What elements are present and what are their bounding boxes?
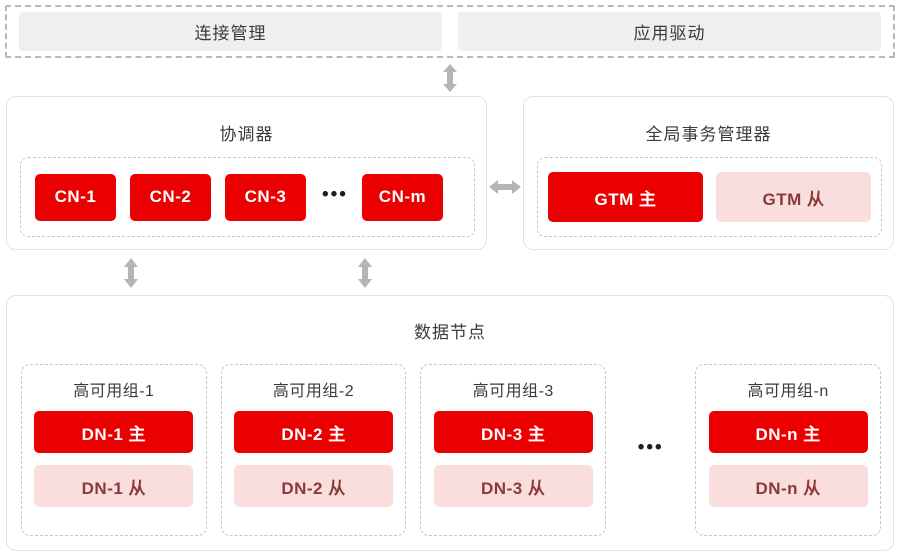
gtm-node-group: GTM 主 GTM 从	[537, 157, 882, 237]
ha-group-ellipsis-wrapper: •••	[620, 364, 681, 536]
dn-standby-node-3[interactable]: DN-3 从	[433, 465, 593, 507]
access-box-application-driver[interactable]: 应用驱动	[458, 12, 881, 51]
coordinator-panel: 协调器 CN-1 CN-2 CN-3 ••• CN-m	[6, 96, 487, 250]
dn-standby-node-n[interactable]: DN-n 从	[708, 465, 868, 507]
gtm-primary-label: GTM 主	[594, 189, 657, 209]
ha-group-3[interactable]: 高可用组-3 DN-3 主 DN-3 从	[420, 364, 607, 536]
access-box-connection-management[interactable]: 连接管理	[19, 12, 442, 51]
access-layer-container: 连接管理 应用驱动	[5, 5, 895, 58]
gtm-primary-node[interactable]: GTM 主	[548, 172, 703, 222]
ha-group-2[interactable]: 高可用组-2 DN-2 主 DN-2 从	[220, 364, 407, 536]
gtm-title: 全局事务管理器	[645, 125, 772, 144]
cn-node-m[interactable]: CN-m	[361, 173, 443, 221]
dn-standby-label: DN-2 从	[281, 478, 346, 498]
cn-node-label: CN-2	[149, 187, 192, 206]
ha-group-label: 高可用组-2	[272, 383, 355, 400]
arrow-coordinator-to-datanodes-left-icon	[121, 258, 141, 293]
dn-standby-label: DN-3 从	[481, 478, 546, 498]
gtm-panel: 全局事务管理器 GTM 主 GTM 从	[523, 96, 894, 250]
access-box-label: 应用驱动	[633, 24, 706, 43]
cn-node-label: CN-m	[378, 187, 427, 206]
dn-standby-label: DN-1 从	[81, 478, 147, 498]
dn-primary-node-n[interactable]: DN-n 主	[708, 411, 868, 453]
dn-primary-label: DN-3 主	[481, 424, 546, 444]
cn-node-3[interactable]: CN-3	[225, 173, 306, 221]
data-node-title: 数据节点	[414, 323, 486, 342]
cn-node-2[interactable]: CN-2	[130, 173, 211, 221]
access-box-label: 连接管理	[194, 24, 267, 43]
cn-node-1[interactable]: CN-1	[35, 173, 116, 221]
dn-standby-node-1[interactable]: DN-1 从	[34, 465, 194, 507]
arrow-coordinator-to-gtm-icon	[489, 177, 521, 202]
dn-primary-node-2[interactable]: DN-2 主	[234, 411, 394, 453]
data-node-panel: 数据节点 高可用组-1 DN-1 主 DN-1 从 高可用组-2 DN-2 主 …	[6, 295, 894, 551]
gtm-standby-node[interactable]: GTM 从	[716, 172, 871, 222]
cn-ellipsis: •••	[322, 183, 348, 205]
arrow-coordinator-to-datanodes-mid-icon	[355, 258, 375, 293]
arrow-access-to-coordinator-icon	[440, 64, 460, 97]
ha-group-label: 高可用组-3	[472, 383, 554, 400]
dn-standby-node-2[interactable]: DN-2 从	[234, 465, 394, 507]
coordinator-title: 协调器	[219, 125, 274, 144]
coordinator-node-group: CN-1 CN-2 CN-3 ••• CN-m	[20, 157, 475, 237]
dn-primary-label: DN-n 主	[755, 424, 821, 444]
dn-standby-label: DN-n 从	[755, 478, 821, 498]
ha-group-ellipsis: •••	[637, 436, 664, 458]
gtm-standby-label: GTM 从	[762, 189, 825, 209]
dn-primary-label: DN-2 主	[281, 424, 346, 444]
ha-group-label: 高可用组-1	[73, 383, 155, 400]
cn-node-label: CN-3	[244, 187, 287, 206]
dn-primary-node-3[interactable]: DN-3 主	[433, 411, 593, 453]
ha-group-n[interactable]: 高可用组-n DN-n 主 DN-n 从	[695, 364, 881, 536]
cn-node-label: CN-1	[54, 187, 97, 206]
dn-primary-label: DN-1 主	[81, 424, 147, 444]
ha-group-label: 高可用组-n	[747, 383, 829, 400]
ha-group-1[interactable]: 高可用组-1 DN-1 主 DN-1 从	[21, 364, 207, 536]
ha-group-row: 高可用组-1 DN-1 主 DN-1 从 高可用组-2 DN-2 主 DN-2 …	[21, 364, 881, 536]
dn-primary-node-1[interactable]: DN-1 主	[34, 411, 194, 453]
